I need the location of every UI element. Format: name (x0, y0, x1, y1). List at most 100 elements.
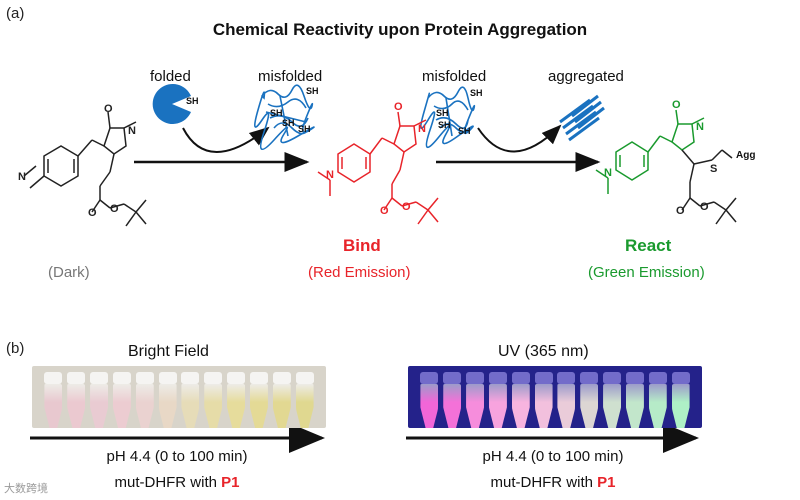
atom-o-1c: O (88, 207, 97, 219)
uv-tube-cap (420, 372, 439, 384)
atom-n-3b: N (696, 121, 704, 133)
sh-label-misfolded-2c: SH (438, 120, 451, 130)
uv-tube (443, 384, 462, 428)
molecule-reacted (595, 109, 705, 194)
probe-label-right: P1 (597, 474, 616, 491)
uv-tube-cap (671, 372, 690, 384)
probe-label-left: P1 (221, 474, 240, 491)
uv-tube (534, 384, 553, 428)
sample-prefix-right: mut-DHFR with (490, 474, 598, 491)
atom-o-1b: O (110, 203, 119, 215)
axis-caption-left: pH 4.4 (0 to 100 min) (106, 448, 248, 465)
label-misfolded-1: misfolded (258, 68, 323, 85)
bright-field-tube-cap (204, 372, 223, 384)
uv-tube-cap (648, 372, 667, 384)
axis-caption-right: pH 4.4 (0 to 100 min) (482, 448, 624, 465)
bright-field-tube (135, 384, 154, 428)
bright-field-tube-cap (295, 372, 314, 384)
green-emission-label: (Green Emission) (588, 264, 705, 281)
atom-s-3: S (710, 163, 717, 175)
uv-tube-cap (557, 372, 576, 384)
uv-tube (625, 384, 644, 428)
molecule-reacted-tail (681, 149, 737, 225)
uv-tube-cap (580, 372, 599, 384)
sh-label-misfolded-2d: SH (458, 126, 471, 136)
sh-label-misfolded-1a: SH (306, 86, 319, 96)
atom-n-1b: N (128, 125, 136, 137)
atom-o-2b: O (402, 201, 411, 213)
reaction-scheme: N O N O O N O N O O (18, 84, 737, 227)
curved-arrow-2 (477, 124, 562, 153)
bind-label: Bind (343, 236, 381, 255)
bright-field-tube-cap (158, 372, 177, 384)
bright-field-tube (227, 384, 246, 428)
bright-field-tube (112, 384, 131, 428)
bright-field-tube-cap (272, 372, 291, 384)
bright-field-tube (44, 384, 63, 428)
sh-label-misfolded-1d: SH (298, 124, 311, 134)
atom-n-1a: N (18, 171, 26, 183)
uv-tube (420, 384, 439, 428)
uv-tube (603, 384, 622, 428)
panel-a-label: (a) (6, 5, 25, 22)
uv-tube-cap (466, 372, 485, 384)
sh-label-misfolded-2a: SH (470, 88, 483, 98)
uv-tube-cap (534, 372, 553, 384)
sh-label-misfolded-1c: SH (282, 118, 295, 128)
bright-field-tube (272, 384, 291, 428)
bright-field-tube (90, 384, 109, 428)
sample-caption-left: mut-DHFR with P1 (32, 474, 322, 491)
atom-o-3c: O (676, 205, 685, 217)
bright-field-tube (204, 384, 223, 428)
uv-tube (648, 384, 667, 428)
label-aggregated: aggregated (548, 68, 624, 85)
atom-o-2c: O (380, 205, 389, 217)
bright-field-tube-cap (67, 372, 86, 384)
bright-field-tube-cap (44, 372, 63, 384)
bright-field-tube-cap (135, 372, 154, 384)
uv-tube-cap (511, 372, 530, 384)
sh-label-misfolded-1b: SH (270, 108, 283, 118)
bright-field-tube-cap (181, 372, 200, 384)
sh-label-misfolded-2b: SH (436, 108, 449, 118)
bright-field-tube (295, 384, 314, 428)
uv-tube-cap (443, 372, 462, 384)
bright-field-tube-cap (249, 372, 268, 384)
atom-o-2a: O (394, 101, 403, 113)
red-emission-label: (Red Emission) (308, 264, 411, 281)
uv-tube (511, 384, 530, 428)
uv-tube-cap (603, 372, 622, 384)
uv-title: UV (365 nm) (498, 343, 589, 360)
bright-field-photo (32, 366, 326, 428)
misfolded-protein-icon-1 (254, 84, 315, 150)
bright-field-tube (249, 384, 268, 428)
uv-photo (408, 366, 702, 428)
uv-tube-cap (625, 372, 644, 384)
dark-state-label: (Dark) (48, 264, 90, 281)
sh-label-folded: SH (186, 96, 199, 106)
misfolded-protein-icon-2 (420, 86, 476, 148)
label-folded: folded (150, 68, 191, 85)
atom-n-2a: N (326, 169, 334, 181)
uv-tube (580, 384, 599, 428)
agg-label: Agg (736, 150, 756, 161)
atom-o-3b: O (700, 201, 709, 213)
folded-protein-icon (152, 84, 191, 124)
bright-field-tube (67, 384, 86, 428)
atom-o-3a: O (672, 99, 681, 111)
bright-field-tube-cap (90, 372, 109, 384)
sample-caption-right: mut-DHFR with P1 (408, 474, 698, 491)
figure-title: Chemical Reactivity upon Protein Aggrega… (212, 20, 588, 39)
uv-tube (488, 384, 507, 428)
aggregated-protein-icon (559, 94, 605, 142)
atom-o-1a: O (104, 103, 113, 115)
bright-field-tube-cap (227, 372, 246, 384)
molecule-bound (317, 111, 439, 225)
time-axis-arrows (30, 428, 699, 453)
bright-field-tube-cap (112, 372, 131, 384)
atom-n-3a: N (604, 167, 612, 179)
molecule-dark (23, 111, 147, 227)
curved-arrow-1 (182, 126, 270, 153)
sample-prefix-left: mut-DHFR with (114, 474, 222, 491)
uv-tube (671, 384, 690, 428)
